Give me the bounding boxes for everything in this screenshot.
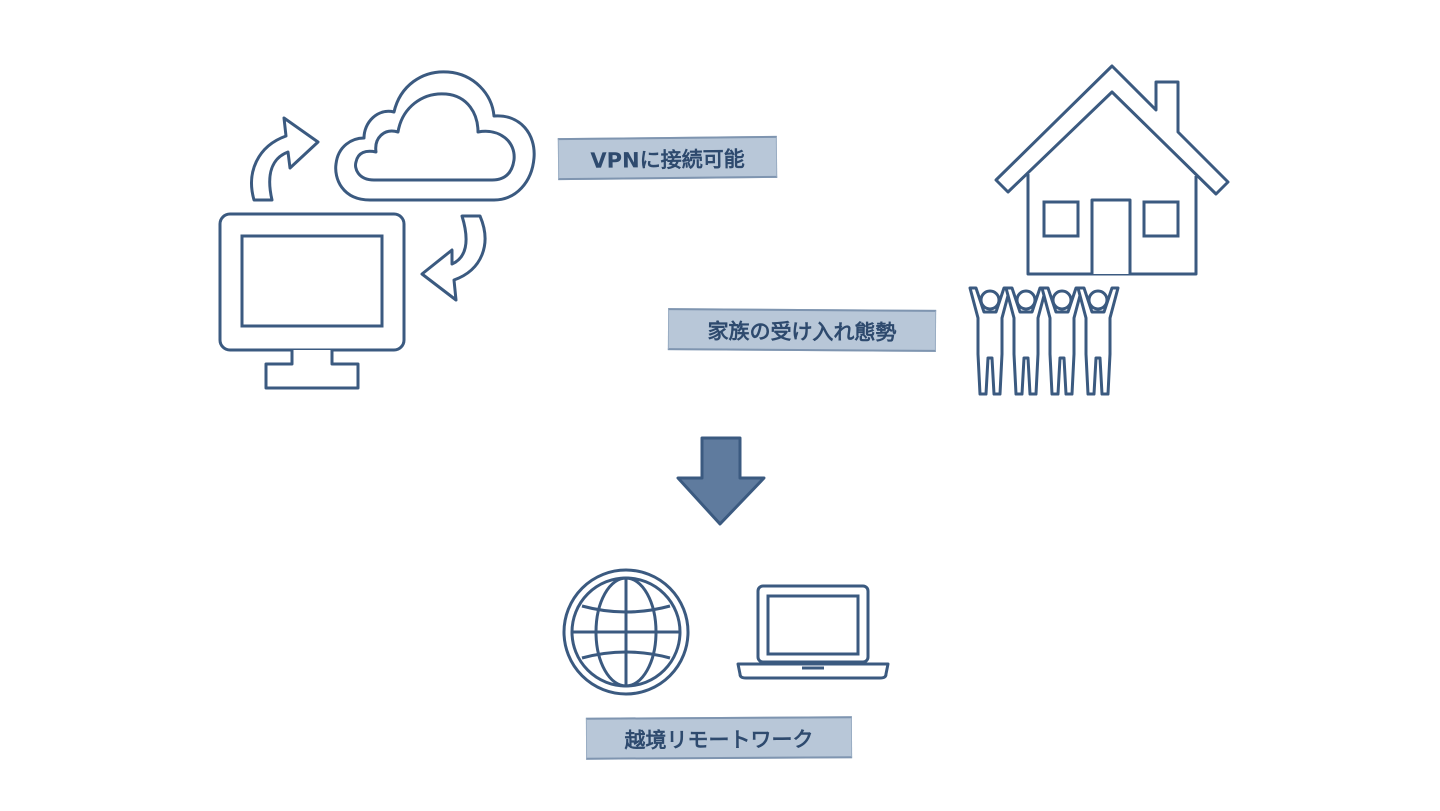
cross-border-remote-work-label: 越境リモートワーク xyxy=(585,716,853,760)
cloud-icon xyxy=(330,66,540,206)
sync-arrow-icon xyxy=(418,212,494,304)
down-arrow-icon xyxy=(674,434,768,528)
sync-arrow-icon xyxy=(244,112,324,204)
family-people-icon xyxy=(964,284,1124,400)
house-icon xyxy=(992,62,1232,278)
laptop-icon xyxy=(736,584,892,684)
vpn-connectable-label: VPNに接続可能 xyxy=(557,135,778,181)
desktop-monitor-icon xyxy=(218,212,408,394)
globe-icon xyxy=(560,566,692,698)
family-acceptance-label: 家族の受け入れ態勢 xyxy=(667,308,937,352)
